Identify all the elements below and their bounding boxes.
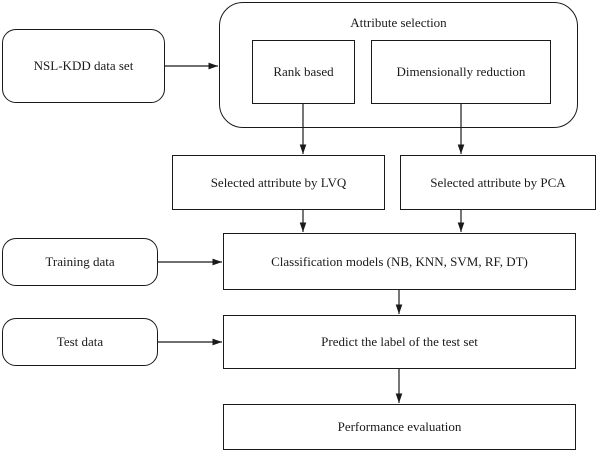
pca-node: Selected attribute by PCA: [400, 155, 596, 210]
dimensionally-reduction-label: Dimensionally reduction: [396, 64, 526, 80]
rank-based-node: Rank based: [252, 40, 355, 104]
nsl-kdd-node: NSL-KDD data set: [2, 29, 165, 103]
test-data-node: Test data: [2, 318, 158, 366]
attribute-selection-label: Attribute selection: [350, 15, 447, 30]
lvq-label: Selected attribute by LVQ: [210, 174, 347, 190]
training-data-node: Training data: [2, 238, 158, 286]
predict-node: Predict the label of the test set: [223, 315, 576, 369]
rank-based-label: Rank based: [273, 64, 334, 80]
performance-node: Performance evaluation: [223, 404, 576, 450]
dimensionally-reduction-node: Dimensionally reduction: [371, 40, 551, 104]
performance-label: Performance evaluation: [337, 419, 462, 435]
test-data-label: Test data: [56, 334, 104, 350]
nsl-kdd-label: NSL-KDD data set: [33, 58, 134, 74]
training-data-label: Training data: [45, 254, 115, 270]
pca-label: Selected attribute by PCA: [430, 174, 566, 190]
predict-label: Predict the label of the test set: [321, 334, 478, 350]
lvq-node: Selected attribute by LVQ: [172, 155, 385, 210]
classification-label: Classification models (NB, KNN, SVM, RF,…: [271, 253, 528, 269]
classification-node: Classification models (NB, KNN, SVM, RF,…: [223, 233, 576, 290]
